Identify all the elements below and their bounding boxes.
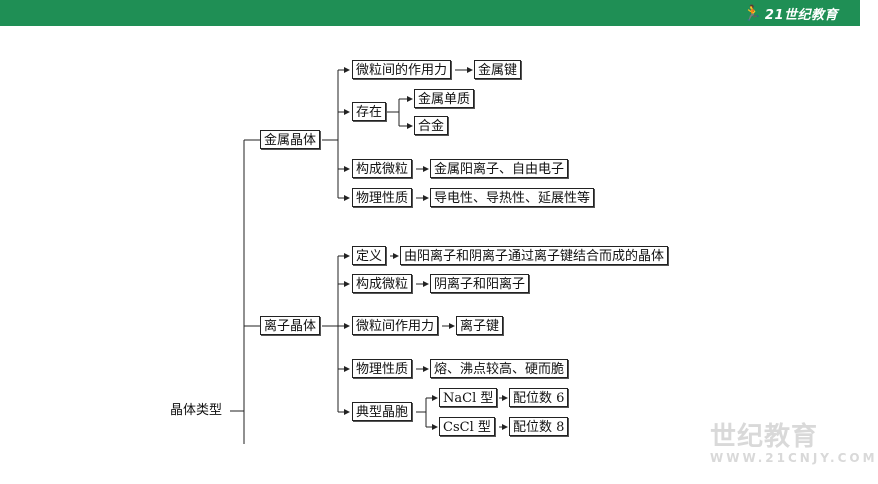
node-metal-particles-value: 金属阳离子、自由电子	[430, 159, 569, 178]
node-metal-props: 物理性质	[352, 188, 413, 207]
node-metal-force: 微粒间的作用力	[352, 60, 452, 79]
node-cscl-coordination: 配位数 8	[509, 417, 569, 436]
node-ionic-props-value: 熔、沸点较高、硬而脆	[430, 359, 569, 378]
node-metal-exist: 存在	[352, 102, 387, 121]
header-bar: 🏃 21世纪教育	[0, 0, 860, 26]
node-ionic-typical-cell: 典型晶胞	[352, 402, 413, 421]
connector-lines	[230, 67, 508, 444]
node-ionic-particles: 构成微粒	[352, 274, 413, 293]
brand-logo: 🏃 21世纪教育	[743, 3, 838, 23]
node-ionic-crystal: 离子晶体	[260, 316, 321, 335]
brand-logo-text: 21世纪教育	[764, 7, 838, 23]
node-metal-props-value: 导电性、导热性、延展性等	[430, 188, 595, 207]
node-ionic-definition: 定义	[352, 246, 387, 265]
node-ionic-definition-value: 由阳离子和阴离子通过离子键结合而成的晶体	[400, 246, 669, 265]
node-ionic-props: 物理性质	[352, 359, 413, 378]
node-metal-crystal: 金属晶体	[260, 130, 321, 149]
node-ionic-force: 微粒间作用力	[352, 316, 439, 335]
node-ionic-particles-value: 阴离子和阳离子	[430, 274, 530, 293]
node-nacl-coordination: 配位数 6	[509, 388, 569, 407]
node-cscl-type: CsCl 型	[439, 417, 495, 436]
slide-canvas: 晶体类型 金属晶体 微粒间的作用力 金属键 存在 金属单质 合金 构成微粒 金属…	[4, 30, 875, 478]
node-metal-exist-alloy: 合金	[414, 116, 449, 135]
node-metal-force-value: 金属键	[474, 60, 522, 79]
node-ionic-force-value: 离子键	[456, 316, 504, 335]
node-crystal-types: 晶体类型	[170, 401, 223, 420]
runner-icon: 🏃	[743, 4, 762, 22]
node-metal-exist-elemental: 金属单质	[414, 89, 475, 108]
node-metal-particles: 构成微粒	[352, 159, 413, 178]
node-nacl-type: NaCl 型	[439, 388, 498, 407]
